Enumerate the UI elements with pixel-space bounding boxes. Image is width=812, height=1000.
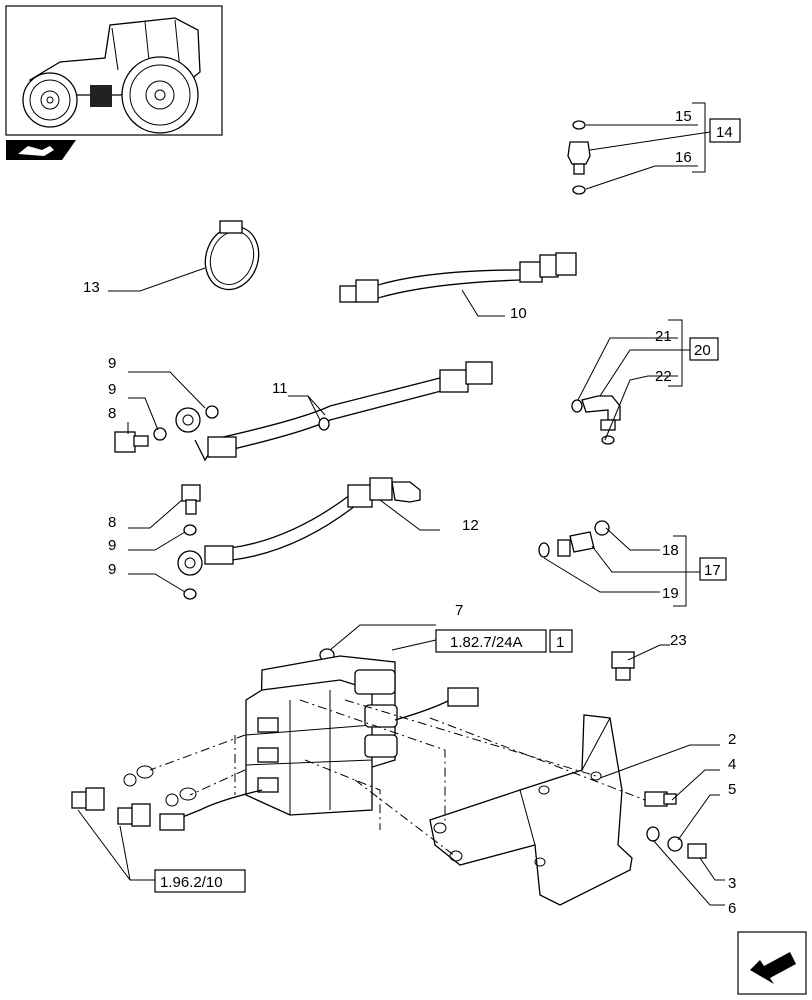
- callout-10: 10: [510, 305, 527, 322]
- reference-valve: 1.82.7/24A: [450, 634, 523, 651]
- callout-20: 20: [694, 342, 711, 359]
- callout-12: 12: [462, 517, 479, 534]
- callout-9-b: 9: [108, 381, 116, 398]
- mounting-bracket: [429, 714, 725, 906]
- callout-4: 4: [728, 756, 736, 773]
- callout-20-box: [689, 337, 719, 361]
- callout-17: 17: [704, 562, 721, 579]
- part-23-fitting: [611, 644, 670, 681]
- callout-18: 18: [662, 542, 679, 559]
- callout-19: 19: [662, 585, 679, 602]
- part-14-fitting: [567, 102, 711, 195]
- next-page-arrow-icon[interactable]: [737, 931, 807, 995]
- callout-13: 13: [83, 279, 100, 296]
- callout-3: 3: [728, 875, 736, 892]
- callout-5: 5: [728, 781, 736, 798]
- part-13-hose-clamp: [108, 220, 260, 292]
- callout-14-box: [709, 118, 741, 143]
- callout-1: 1: [556, 634, 564, 651]
- tractor-thumbnail-icon: [5, 5, 223, 136]
- callout-8-a: 8: [108, 405, 116, 422]
- callout-15: 15: [675, 108, 692, 125]
- callout-1-box: [549, 629, 573, 653]
- reference-couplers: 1.96.2/10: [160, 874, 223, 891]
- callout-22: 22: [655, 368, 672, 385]
- callout-6: 6: [728, 900, 736, 917]
- callout-11: 11: [272, 380, 288, 397]
- part-12-hose: [128, 477, 440, 600]
- callout-9-c: 9: [108, 537, 116, 554]
- part-20-elbow: [571, 319, 690, 445]
- callout-7: 7: [455, 602, 463, 619]
- callout-17-box: [699, 557, 727, 581]
- callout-9-d: 9: [108, 561, 116, 578]
- quick-couplers: [71, 765, 197, 881]
- control-valve-assembly: [159, 624, 479, 831]
- callout-9-a: 9: [108, 355, 116, 372]
- callout-23: 23: [670, 632, 687, 649]
- part-10-hose: [339, 252, 577, 317]
- reference-valve-box: [435, 629, 547, 653]
- reference-couplers-box: [154, 869, 246, 893]
- alignment-lines: [149, 699, 646, 857]
- callout-8-b: 8: [108, 514, 116, 531]
- callout-14: 14: [716, 124, 733, 141]
- part-11-hose: [114, 361, 493, 462]
- callout-2: 2: [728, 731, 736, 748]
- callout-21: 21: [655, 328, 672, 345]
- callout-16: 16: [675, 149, 692, 166]
- section-marker-icon: [6, 140, 76, 160]
- part-17-fitting: [538, 520, 700, 607]
